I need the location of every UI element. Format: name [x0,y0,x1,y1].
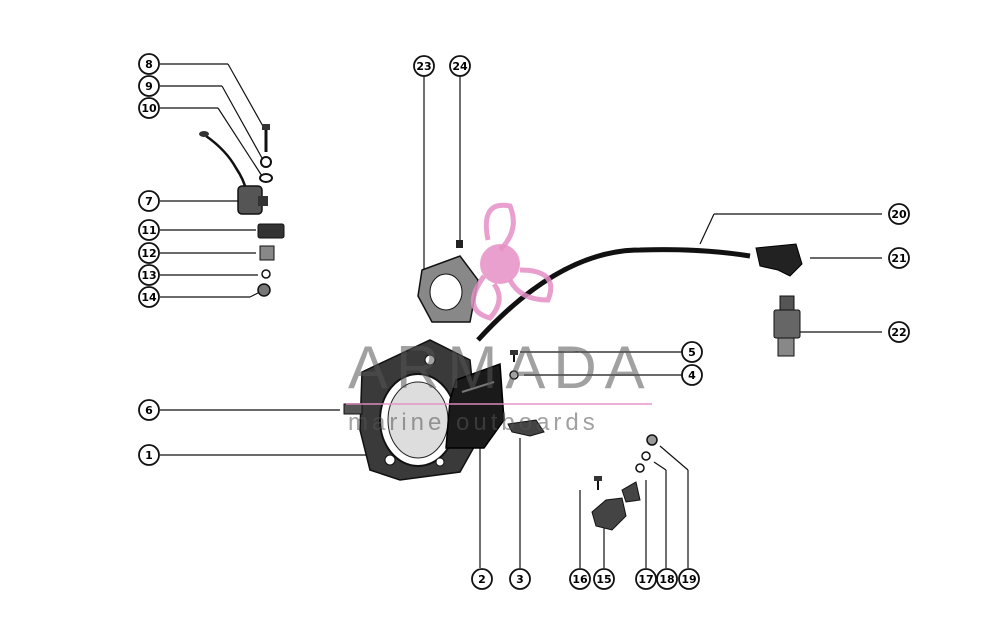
callout-22-number: 22 [891,326,906,339]
callout-12[interactable]: 12 [138,242,160,264]
callout-13[interactable]: 13 [138,264,160,286]
washer-13-part [261,269,271,279]
leader-lines [160,63,882,568]
screw-5-part [510,350,518,362]
switch-assembly-part [199,131,268,215]
callout-9-number: 9 [145,80,153,93]
callout-6-number: 6 [145,404,153,417]
callout-24[interactable]: 24 [449,55,471,77]
spark-plug-boot-part [755,243,803,277]
callout-16-number: 16 [572,573,588,586]
clamp-part [507,419,545,437]
screw-8-part [262,124,270,152]
nut-19-part [646,434,658,446]
armada-watermark: ARMADA marine outboards [346,202,653,436]
callout-19-number: 19 [681,573,696,586]
nut-14-part [257,283,271,297]
callout-14-number: 14 [141,291,157,304]
callout-18[interactable]: 18 [656,568,678,590]
washer-4-part [509,370,519,380]
callout-4-number: 4 [688,369,696,382]
callout-23-number: 23 [416,60,431,73]
callout-3[interactable]: 3 [509,568,531,590]
callout-19[interactable]: 19 [678,568,700,590]
washer-9-part [260,156,272,168]
callout-18-number: 18 [659,573,674,586]
callout-9[interactable]: 9 [138,75,160,97]
ignition-coil-part [445,362,505,449]
callout-6[interactable]: 6 [138,399,160,421]
callout-8-number: 8 [145,58,153,71]
spark-plug-part [773,295,801,357]
callout-20[interactable]: 20 [888,203,910,225]
propeller-logo-icon [471,202,554,321]
washer-18-part [641,451,651,461]
callout-2-number: 2 [478,573,486,586]
cap-part [257,223,285,239]
bracket-part [417,255,479,323]
callout-15-number: 15 [596,573,611,586]
watermark-brand: ARMADA [348,334,653,401]
screw-24-part [456,240,463,248]
callout-8[interactable]: 8 [138,53,160,75]
callout-11[interactable]: 11 [138,219,160,241]
callout-13-number: 13 [141,269,156,282]
callout-15[interactable]: 15 [593,568,615,590]
watermark-tagline: marine outboards [348,409,599,436]
screw-16-part [594,476,602,490]
callout-24-number: 24 [452,60,468,73]
callout-22[interactable]: 22 [888,321,910,343]
callout-1-number: 1 [145,449,153,462]
callout-5[interactable]: 5 [681,341,703,363]
callout-10[interactable]: 10 [138,97,160,119]
callout-21-number: 21 [891,252,906,265]
callout-1[interactable]: 1 [138,444,160,466]
callout-4[interactable]: 4 [681,364,703,386]
callout-17[interactable]: 17 [635,568,657,590]
callout-11-number: 11 [141,224,156,237]
callout-3-number: 3 [516,573,524,586]
callout-7[interactable]: 7 [138,190,160,212]
callout-14[interactable]: 14 [138,286,160,308]
callout-7-number: 7 [145,195,153,208]
washer-17-part [635,463,645,473]
nut-12-part [259,245,275,261]
callout-23[interactable]: 23 [413,55,435,77]
callout-12-number: 12 [141,247,156,260]
callout-16[interactable]: 16 [569,568,591,590]
callout-20-number: 20 [891,208,907,221]
callout-2[interactable]: 2 [471,568,493,590]
callout-21[interactable]: 21 [888,247,910,269]
callout-17-number: 17 [638,573,653,586]
high-tension-lead-part [476,247,751,342]
callout-5-number: 5 [688,346,696,359]
cam-lever-part [591,481,641,531]
washer-10-part [259,173,273,183]
callout-10-number: 10 [141,102,157,115]
